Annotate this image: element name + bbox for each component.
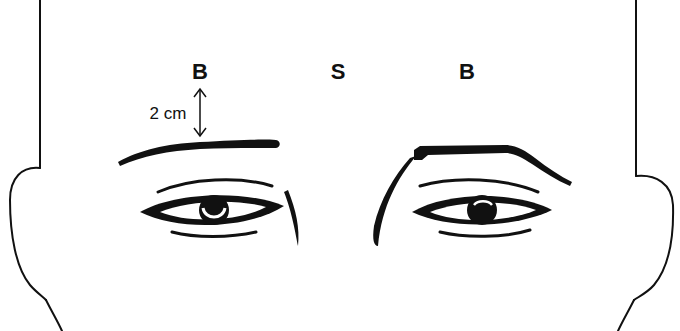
eye-highlight [203,208,225,217]
eyelid-fold [158,180,272,192]
point-label: S [331,61,346,83]
left-eyebrow [118,140,280,166]
point-label: B [192,61,208,83]
left-ear [10,168,46,300]
dimension-arrow [194,89,206,136]
eye-highlight [474,201,492,205]
right-eye [412,196,552,225]
eyelid-fold [420,180,538,192]
nose-line [373,156,416,246]
point-label: B [459,61,475,83]
right-ear [634,176,673,300]
face-outline [635,0,637,176]
lower-lid [172,232,256,237]
iris [199,195,229,225]
face-outline [46,300,62,331]
lower-lid [440,230,530,236]
iris [467,195,497,225]
face-outline [618,300,634,331]
face-outline [39,0,41,168]
left-eye [140,195,284,225]
nose-line [284,190,299,246]
dimension-label: 2 cm [150,105,187,122]
